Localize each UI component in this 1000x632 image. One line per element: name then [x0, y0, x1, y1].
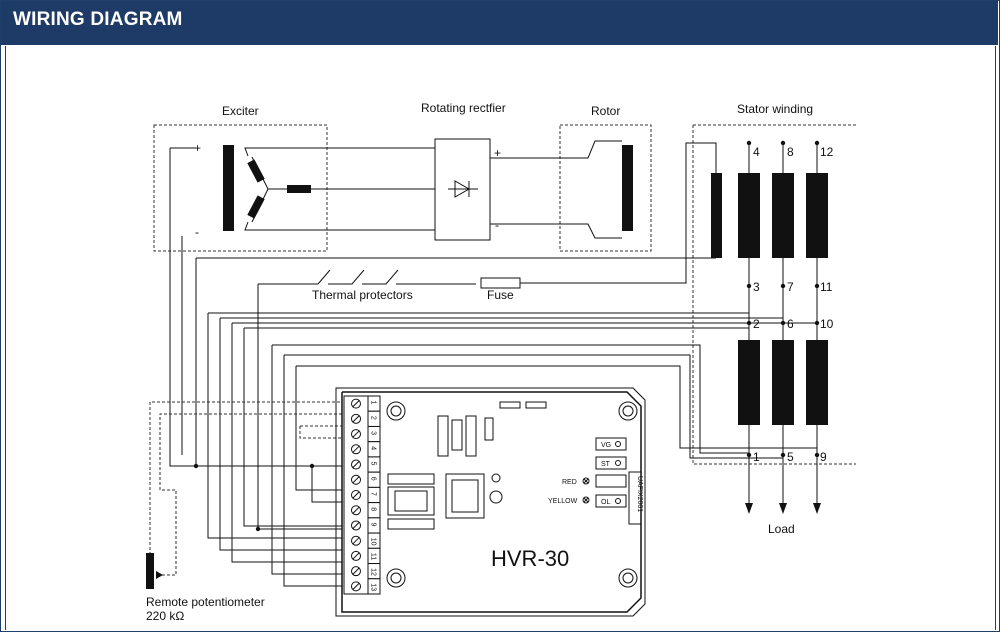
load-label: Load: [768, 522, 795, 536]
rectifier-minus: -: [495, 218, 499, 232]
terminal-screw-slot: [352, 491, 360, 499]
avr-board: [335, 387, 646, 617]
yellow-led-label: YELLOW: [548, 498, 578, 505]
terminal-9: 9: [820, 450, 827, 464]
terminal-1: 1: [753, 450, 760, 464]
thermal-protectors-label: Thermal protectors: [312, 288, 413, 302]
terminal-screw-slot: [352, 522, 360, 529]
avr-terminal-number: 12: [370, 568, 377, 576]
rotor-wire-plus: [490, 140, 622, 159]
red-led-icon: [582, 477, 590, 485]
stator-coil-v1: [772, 173, 794, 258]
avr-terminal-number: 2: [370, 416, 377, 420]
remote-potentiometer: [146, 553, 154, 589]
aux-winding: [711, 173, 722, 258]
remote-pot-wires: [149, 401, 344, 576]
content-border: [5, 46, 996, 630]
red-led-label: RED: [562, 479, 577, 486]
diode-icon: [448, 180, 478, 198]
rotating-rectifier-label: Rotating rectfier: [421, 101, 506, 115]
stator-coil-w2: [806, 340, 828, 425]
fuse-label: Fuse: [487, 288, 514, 302]
avr-terminal-number: 8: [370, 507, 377, 511]
thermal-protectors: [258, 269, 476, 285]
page-title: WIRING DIAGRAM: [13, 9, 183, 30]
potentiometer-wiper-icon: [156, 571, 163, 579]
terminal-10: 10: [820, 317, 834, 331]
stator-coil-v2: [772, 340, 794, 425]
terminal-4: 4: [753, 145, 760, 159]
terminal-screw-slot: [352, 461, 360, 468]
terminal-screw-slot: [352, 415, 360, 423]
avr-terminal-cell: [367, 578, 381, 595]
stator-coil-u2: [738, 340, 760, 425]
terminal-screw-slot: [352, 400, 360, 407]
yellow-led-icon: [582, 496, 590, 504]
terminal-screw-slot: [352, 430, 360, 438]
stator-winding-box: [692, 124, 856, 465]
avr-terminal-number: 11: [370, 553, 377, 560]
terminal-6: 6: [787, 317, 794, 331]
terminal-8: 8: [787, 145, 794, 159]
avr-terminal-number: 3: [370, 431, 377, 435]
avr-terminal-number: 6: [370, 477, 377, 481]
avr-terminal-number: 10: [370, 538, 377, 546]
exciter-field-winding: [223, 145, 234, 231]
terminal-11: 11: [820, 280, 833, 294]
avr-terminal-number: 5: [370, 462, 377, 466]
stator-coil-w1: [806, 173, 828, 258]
exciter-plus: +: [194, 141, 201, 155]
terminal-screw-slot: [352, 552, 360, 560]
remote-potentiometer-value: 220 kΩ: [146, 609, 184, 623]
terminal-12: 12: [820, 145, 834, 159]
terminal-3: 3: [753, 280, 760, 294]
vg-trimmer-icon: [615, 441, 621, 447]
rectifier-plus: +: [494, 146, 501, 160]
st-trimmer-label[interactable]: ST: [601, 461, 611, 468]
header-bar: WIRING DIAGRAM: [1, 1, 998, 45]
avr-terminal-number: 4: [370, 446, 377, 450]
fuse: [480, 277, 521, 289]
exciter-minus: -: [195, 225, 199, 239]
fuse-to-aux-wire: [520, 142, 717, 284]
remote-potentiometer-label: Remote potentiometer: [146, 595, 265, 609]
exciter-star-winding: [244, 147, 326, 231]
stator-winding-label: Stator winding: [737, 102, 813, 116]
exciter-label: Exciter: [222, 104, 259, 118]
terminal-screw-slot: [352, 567, 360, 575]
stator-coil-u1: [738, 173, 760, 258]
vg-trimmer-label[interactable]: VG: [601, 442, 611, 449]
avr-side-tag: UAFIX2001: [636, 476, 643, 512]
avr-terminal-number: 9: [370, 522, 377, 526]
st-trimmer-icon: [615, 460, 621, 466]
sensing-wires: [169, 147, 818, 587]
rotor-box: [559, 124, 652, 252]
terminal-screw-slot: [352, 583, 360, 590]
avr-terminal-number: 7: [370, 492, 377, 496]
terminal-5: 5: [787, 450, 794, 464]
avr-terminal-number: 1: [370, 401, 377, 405]
terminal-screw-slot: [352, 476, 360, 484]
terminal-screw-slot: [352, 506, 360, 514]
avr-terminal-number: 13: [370, 583, 377, 591]
terminal-screw-slot: [352, 537, 360, 545]
rotor-label: Rotor: [591, 104, 620, 118]
terminal-screw-slot: [352, 445, 360, 453]
load-arrows: [745, 503, 821, 514]
terminal-2: 2: [753, 317, 760, 331]
avr-model-label: HVR-30: [491, 546, 569, 571]
ol-trimmer-icon: [615, 498, 621, 504]
exciter-box: [153, 124, 328, 252]
rotor-wire-minus: [490, 223, 622, 239]
terminal-7: 7: [787, 280, 794, 294]
ol-trimmer-label[interactable]: OL: [601, 499, 610, 506]
rotor-winding: [622, 145, 633, 231]
